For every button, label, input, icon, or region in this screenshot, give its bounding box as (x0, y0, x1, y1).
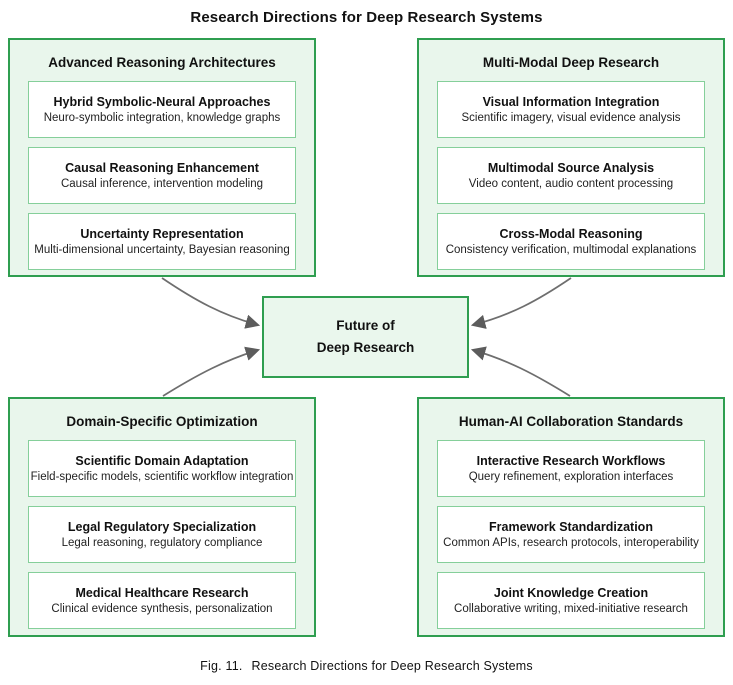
center-node-future-of-deep-research: Future of Deep Research (262, 296, 469, 378)
quadrant-items: Visual Information Integration Scientifi… (419, 81, 723, 270)
topic-subtitle: Consistency verification, multimodal exp… (445, 244, 697, 256)
arrow-top-right-to-center-icon (470, 277, 572, 329)
topic-title: Scientific Domain Adaptation (75, 454, 249, 468)
topic-box: Visual Information Integration Scientifi… (437, 81, 705, 138)
topic-box: Hybrid Symbolic-Neural Approaches Neuro-… (28, 81, 296, 138)
topic-title: Legal Regulatory Specialization (67, 520, 257, 534)
arrow-bottom-right-to-center-icon (470, 346, 571, 397)
topic-subtitle: Collaborative writing, mixed-initiative … (454, 603, 688, 615)
quadrant-items: Scientific Domain Adaptation Field-speci… (10, 440, 314, 629)
topic-box: Legal Regulatory Specialization Legal re… (28, 506, 296, 563)
topic-subtitle: Neuro-symbolic integration, knowledge gr… (43, 112, 281, 124)
figure-caption: Fig. 11. Research Directions for Deep Res… (0, 659, 733, 673)
topic-box: Interactive Research Workflows Query ref… (437, 440, 705, 497)
center-node-line2: Deep Research (316, 340, 415, 355)
topic-box: Uncertainty Representation Multi-dimensi… (28, 213, 296, 270)
topic-title: Uncertainty Representation (80, 227, 244, 241)
quadrant-items: Interactive Research Workflows Query ref… (419, 440, 723, 629)
quadrant-multi-modal-deep-research: Multi-Modal Deep Research Visual Informa… (417, 38, 725, 277)
topic-subtitle: Clinical evidence synthesis, personaliza… (51, 603, 273, 615)
topic-title: Joint Knowledge Creation (493, 586, 649, 600)
topic-title: Visual Information Integration (482, 95, 660, 109)
topic-subtitle: Video content, audio content processing (468, 178, 674, 190)
topic-title: Interactive Research Workflows (476, 454, 666, 468)
quadrant-title: Multi-Modal Deep Research (482, 55, 660, 70)
arrow-top-left-to-center-icon (161, 277, 261, 329)
topic-subtitle: Common APIs, research protocols, interop… (443, 537, 699, 549)
topic-box: Cross-Modal Reasoning Consistency verifi… (437, 213, 705, 270)
topic-title: Framework Standardization (489, 520, 653, 534)
quadrant-domain-specific-optimization: Domain-Specific Optimization Scientific … (8, 397, 316, 637)
quadrant-title: Domain-Specific Optimization (66, 414, 258, 429)
topic-title: Hybrid Symbolic-Neural Approaches (53, 95, 271, 109)
topic-box: Causal Reasoning Enhancement Causal infe… (28, 147, 296, 204)
caption-text: Research Directions for Deep Research Sy… (251, 659, 533, 673)
topic-subtitle: Multi-dimensional uncertainty, Bayesian … (34, 244, 290, 256)
topic-box: Multimodal Source Analysis Video content… (437, 147, 705, 204)
caption-label: Fig. 11. (200, 659, 243, 673)
topic-box: Joint Knowledge Creation Collaborative w… (437, 572, 705, 629)
topic-subtitle: Legal reasoning, regulatory compliance (61, 537, 263, 549)
topic-box: Scientific Domain Adaptation Field-speci… (28, 440, 296, 497)
topic-box: Medical Healthcare Research Clinical evi… (28, 572, 296, 629)
topic-title: Medical Healthcare Research (75, 586, 249, 600)
topic-subtitle: Scientific imagery, visual evidence anal… (461, 112, 681, 124)
topic-subtitle: Causal inference, intervention modeling (60, 178, 263, 190)
topic-title: Causal Reasoning Enhancement (65, 161, 259, 175)
quadrant-advanced-reasoning-architectures: Advanced Reasoning Architectures Hybrid … (8, 38, 316, 277)
quadrant-title: Advanced Reasoning Architectures (48, 55, 276, 70)
arrow-bottom-left-to-center-icon (162, 346, 261, 397)
topic-subtitle: Query refinement, exploration interfaces (468, 471, 674, 483)
quadrant-items: Hybrid Symbolic-Neural Approaches Neuro-… (10, 81, 314, 270)
topic-subtitle: Field-specific models, scientific workfl… (30, 471, 294, 483)
topic-title: Multimodal Source Analysis (487, 161, 655, 175)
topic-box: Framework Standardization Common APIs, r… (437, 506, 705, 563)
topic-title: Cross-Modal Reasoning (499, 227, 643, 241)
figure-title: Research Directions for Deep Research Sy… (190, 9, 543, 26)
center-node-line1: Future of (336, 317, 395, 333)
quadrant-human-ai-collaboration-standards: Human-AI Collaboration Standards Interac… (417, 397, 725, 637)
quadrant-title: Human-AI Collaboration Standards (458, 414, 684, 429)
